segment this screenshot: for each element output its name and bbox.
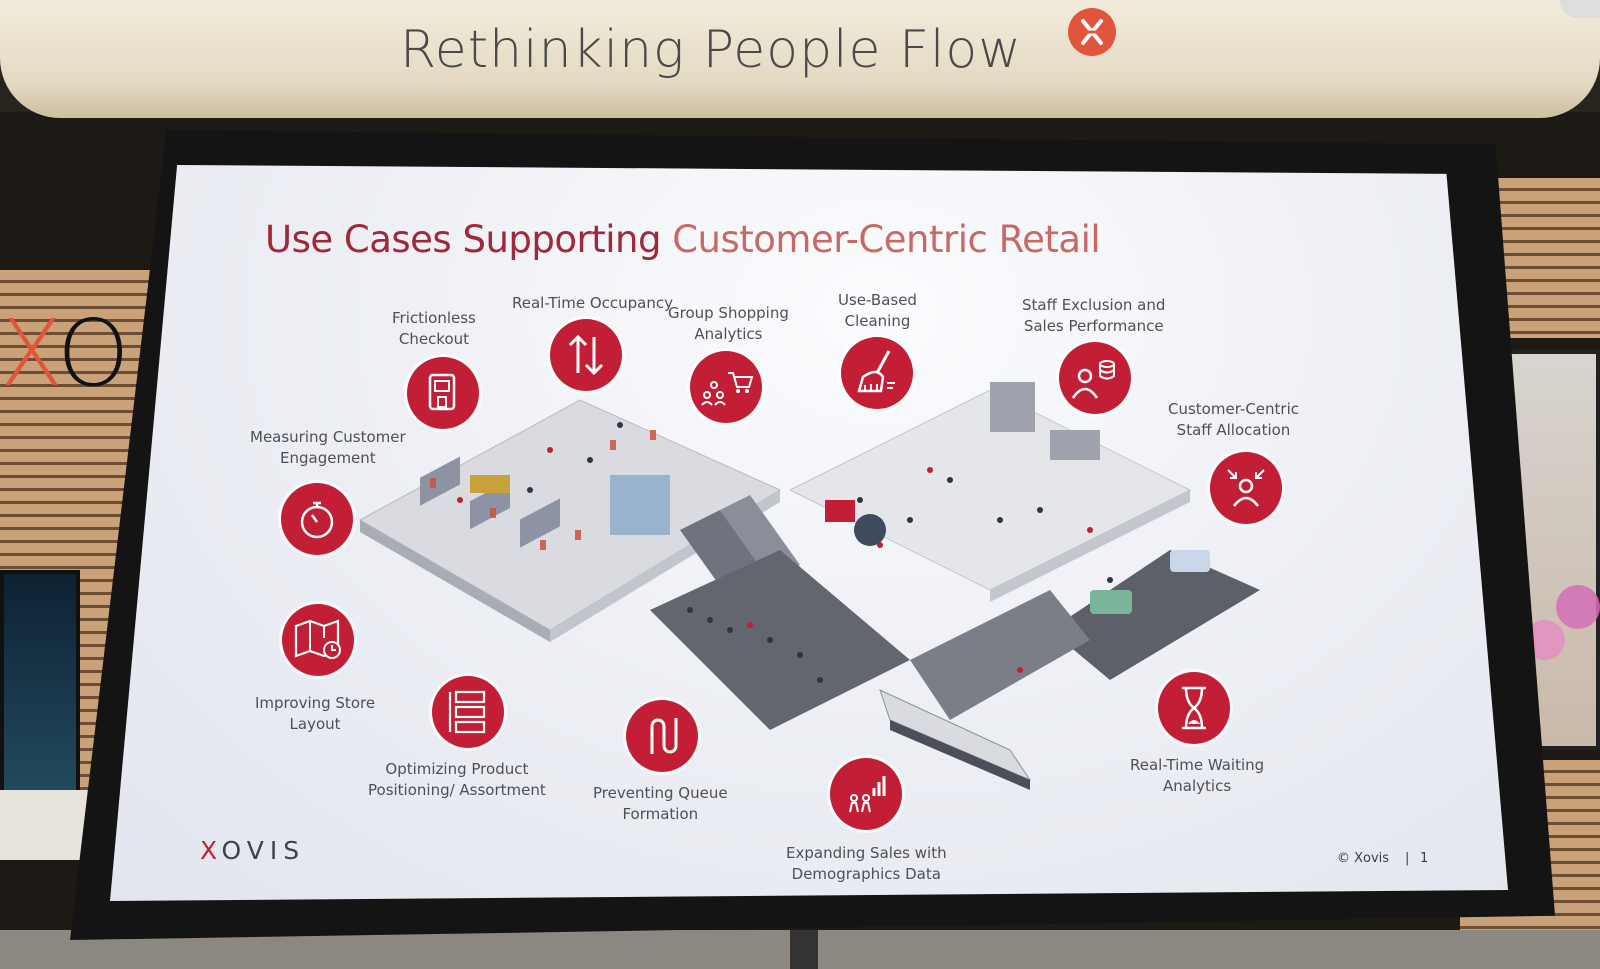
staff-coins-icon xyxy=(1059,342,1131,414)
label-line-1: Measuring Customer xyxy=(250,428,406,446)
hourglass-icon xyxy=(1158,672,1230,744)
use-case-label-staff-exclusion: Staff Exclusion and Sales Performance xyxy=(1022,295,1165,337)
label-line-2: Demographics Data xyxy=(791,865,941,883)
wall-logo-x: X xyxy=(0,300,58,407)
staff-allocation-icon xyxy=(1210,452,1282,524)
stopwatch-icon xyxy=(281,483,353,555)
label-line-2: Layout xyxy=(289,715,341,733)
page-number: 1 xyxy=(1420,851,1429,866)
slide-title-accent: Customer-Centric Retail xyxy=(672,218,1101,261)
label-line-1: Frictionless xyxy=(392,309,476,327)
brand-x: X xyxy=(200,836,222,865)
xovis-x-logo-icon xyxy=(1068,8,1116,56)
right-display-blob xyxy=(1556,585,1600,629)
queue-path-icon xyxy=(626,700,698,772)
use-case-label-expanding-sales: Expanding Sales with Demographics Data xyxy=(786,843,947,885)
ceiling-light xyxy=(1560,0,1600,18)
ceiling-banner: Rethinking People Flow xyxy=(0,0,1600,118)
label-line-2: Formation xyxy=(622,805,699,823)
group-cart-icon xyxy=(690,351,762,423)
label-line-2: Analytics xyxy=(1163,777,1232,795)
label-line-2: Checkout xyxy=(398,330,470,348)
use-case-label-real-time-waiting: Real-Time Waiting Analytics xyxy=(1130,755,1264,797)
label-line-1: Staff Exclusion and xyxy=(1022,296,1166,314)
left-counter xyxy=(0,790,90,860)
label-line-1: Real-Time Occupancy xyxy=(512,294,674,312)
label-line-2: Cleaning xyxy=(844,312,911,330)
label-line-2: Analytics xyxy=(694,325,763,343)
use-case-label-preventing-queue: Preventing Queue Formation xyxy=(593,783,728,825)
xovis-brand-logo: XOVIS xyxy=(200,836,305,865)
footer-separator: | xyxy=(1405,851,1410,866)
up-down-arrows-icon xyxy=(550,319,622,391)
label-line-1: Customer-Centric xyxy=(1168,400,1299,418)
wall-logo-o: O xyxy=(57,300,130,407)
label-line-2: Sales Performance xyxy=(1023,317,1164,335)
label-line-1: Optimizing Product xyxy=(385,760,529,778)
label-line-1: Use-Based xyxy=(838,291,917,309)
broom-icon xyxy=(841,337,913,409)
checkout-terminal-icon xyxy=(407,357,479,429)
slide-title: Use Cases Supporting Customer-Centric Re… xyxy=(265,218,1101,261)
label-line-2: Positioning/ Assortment xyxy=(368,781,546,799)
map-clock-icon xyxy=(282,604,354,676)
use-case-label-measuring-engagement: Measuring Customer Engagement xyxy=(250,427,406,469)
left-display-screen xyxy=(0,570,80,800)
slide-title-main: Use Cases Supporting xyxy=(265,218,673,261)
use-case-label-improving-store-layout: Improving Store Layout xyxy=(255,693,375,735)
use-case-label-group-shopping-analytics: Group Shopping Analytics xyxy=(668,303,789,345)
label-line-1: Group Shopping xyxy=(668,304,789,322)
use-case-label-customer-centric-staff: Customer-Centric Staff Allocation xyxy=(1168,399,1299,441)
use-case-label-optimizing-product: Optimizing Product Positioning/ Assortme… xyxy=(368,759,546,801)
demographics-chart-icon xyxy=(830,758,902,830)
store-illustration xyxy=(350,380,1270,800)
brand-rest: OVIS xyxy=(221,836,306,865)
shelf-layout-icon xyxy=(432,676,504,748)
label-line-2: Engagement xyxy=(280,449,376,467)
label-line-1: Improving Store xyxy=(255,694,376,712)
wall-logo: XO xyxy=(0,300,130,407)
use-case-label-frictionless-checkout: Frictionless Checkout xyxy=(392,308,476,350)
label-line-1: Real-Time Waiting xyxy=(1130,756,1265,774)
use-case-label-use-based-cleaning: Use-Based Cleaning xyxy=(838,290,917,332)
label-line-2: Staff Allocation xyxy=(1176,421,1291,439)
copyright-text: © Xovis xyxy=(1337,851,1390,866)
label-line-1: Expanding Sales with xyxy=(786,844,947,862)
label-line-1: Preventing Queue xyxy=(593,784,728,802)
use-case-label-real-time-occupancy: Real-Time Occupancy xyxy=(512,293,673,314)
monitor-stand xyxy=(790,930,818,969)
banner-title: Rethinking People Flow xyxy=(400,20,1022,80)
